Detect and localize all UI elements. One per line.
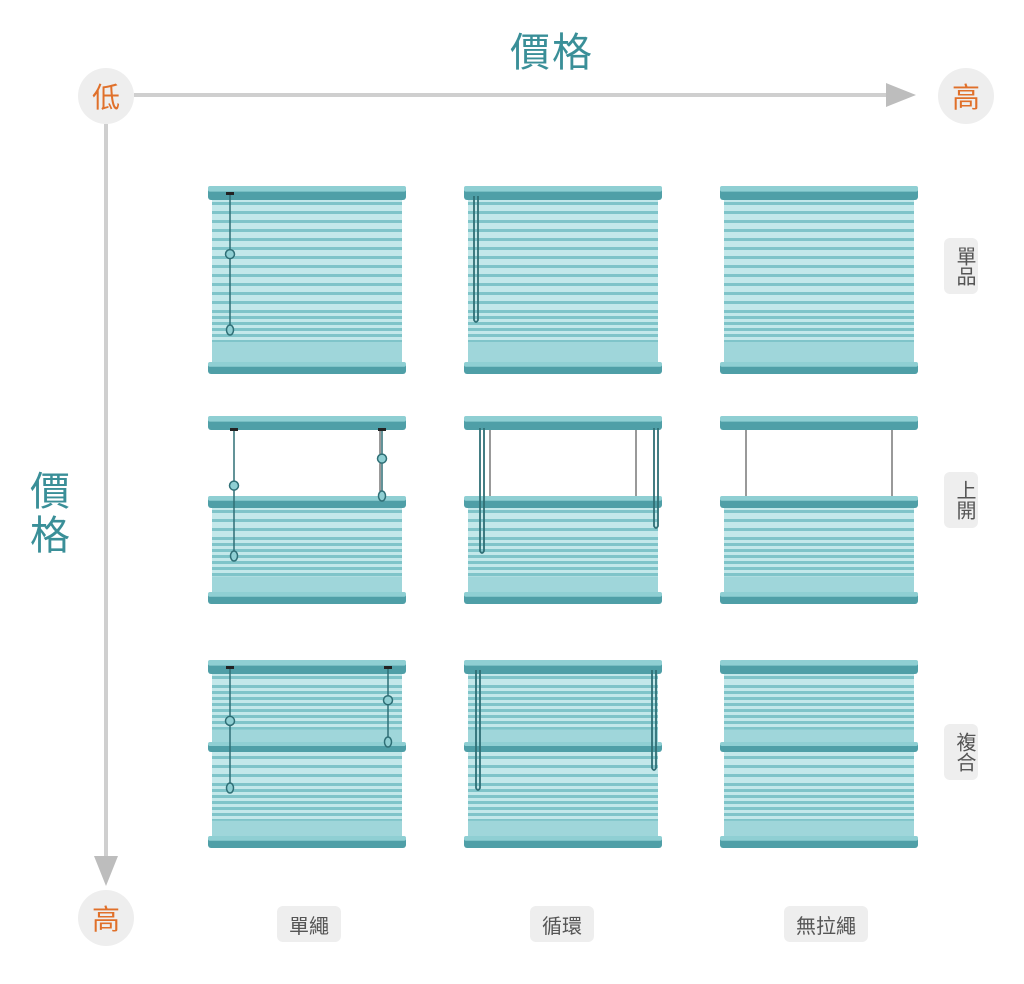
bottom-rail xyxy=(208,592,406,604)
cord-connector-icon xyxy=(224,248,236,260)
blind-single-single xyxy=(208,186,406,374)
y-axis-arrow-icon xyxy=(94,856,118,886)
blind-topdown-single xyxy=(208,416,406,604)
pull-cord-lower xyxy=(224,666,236,794)
middle-rail xyxy=(464,496,662,508)
pleated-fabric xyxy=(724,672,914,744)
pleated-fabric xyxy=(212,198,402,364)
pleated-fabric xyxy=(468,672,658,744)
cord-tassel-icon xyxy=(225,324,235,336)
blind-composite-loop xyxy=(464,660,662,848)
blind-composite-single xyxy=(208,660,406,848)
head-rail xyxy=(208,416,406,430)
blind-composite-cordless xyxy=(720,660,918,848)
x-axis-arrow-icon xyxy=(886,83,916,107)
bottom-rail xyxy=(208,836,406,848)
cord-tassel-icon xyxy=(377,490,387,502)
head-rail xyxy=(208,186,406,200)
pull-cord-lower xyxy=(228,428,240,562)
cord-tassel-icon xyxy=(225,782,235,794)
y-axis-high-label: 高 xyxy=(78,890,134,946)
head-rail xyxy=(464,186,662,200)
middle-rail xyxy=(464,742,662,752)
x-axis-title: 價格 xyxy=(510,30,594,76)
bottom-rail xyxy=(720,592,918,604)
pull-cord-upper xyxy=(382,666,394,748)
middle-rail xyxy=(208,496,406,508)
y-axis-line xyxy=(104,124,108,864)
pleated-fabric xyxy=(468,506,658,594)
y-axis-title: 價格 xyxy=(30,469,70,559)
blind-topdown-loop xyxy=(464,416,662,604)
loop-cord xyxy=(475,670,481,791)
bottom-rail xyxy=(464,592,662,604)
bottom-rail xyxy=(464,836,662,848)
loop-cord xyxy=(473,196,479,323)
pleated-fabric xyxy=(212,506,402,594)
cord-connector-icon xyxy=(382,694,394,706)
head-rail xyxy=(464,660,662,674)
column-label-loop-cord: 循環 xyxy=(530,906,594,942)
middle-rail xyxy=(720,496,918,508)
row-label-composite: 複合 xyxy=(944,724,978,780)
head-rail xyxy=(720,660,918,674)
cord-connector-icon xyxy=(376,453,388,464)
blind-single-loop xyxy=(464,186,662,374)
pleated-fabric xyxy=(724,506,914,594)
row-label-single: 單品 xyxy=(944,238,978,294)
x-axis-line xyxy=(134,93,894,97)
middle-rail xyxy=(208,742,406,752)
column-label-single-cord: 單繩 xyxy=(277,906,341,942)
pull-cord xyxy=(224,192,236,336)
head-rail xyxy=(720,186,918,200)
bottom-rail xyxy=(464,362,662,374)
cord-tassel-icon xyxy=(229,550,239,562)
origin-low-label: 低 xyxy=(78,68,134,124)
middle-rail xyxy=(720,742,918,752)
cord-tassel-icon xyxy=(383,736,393,748)
loop-cord xyxy=(479,428,485,554)
loop-cord xyxy=(651,670,657,771)
pleated-fabric xyxy=(212,752,402,838)
cord-connector-icon xyxy=(224,715,236,727)
pleated-fabric xyxy=(468,198,658,364)
bottom-rail xyxy=(720,362,918,374)
row-label-topdown: 上開 xyxy=(944,472,978,528)
head-rail xyxy=(720,416,918,430)
pleated-fabric xyxy=(468,752,658,838)
pleated-fabric xyxy=(212,672,402,744)
head-rail xyxy=(208,660,406,674)
pleated-fabric xyxy=(724,752,914,838)
loop-cord xyxy=(653,428,659,529)
cord-connector-icon xyxy=(228,480,240,491)
x-axis-high-label: 高 xyxy=(938,68,994,124)
bottom-rail xyxy=(720,836,918,848)
head-rail xyxy=(464,416,662,430)
bottom-rail xyxy=(208,362,406,374)
blind-topdown-cordless xyxy=(720,416,918,604)
column-label-cordless: 無拉繩 xyxy=(784,906,868,942)
pull-cord-upper xyxy=(376,428,388,502)
blind-single-cordless xyxy=(720,186,918,374)
pleated-fabric xyxy=(724,198,914,364)
